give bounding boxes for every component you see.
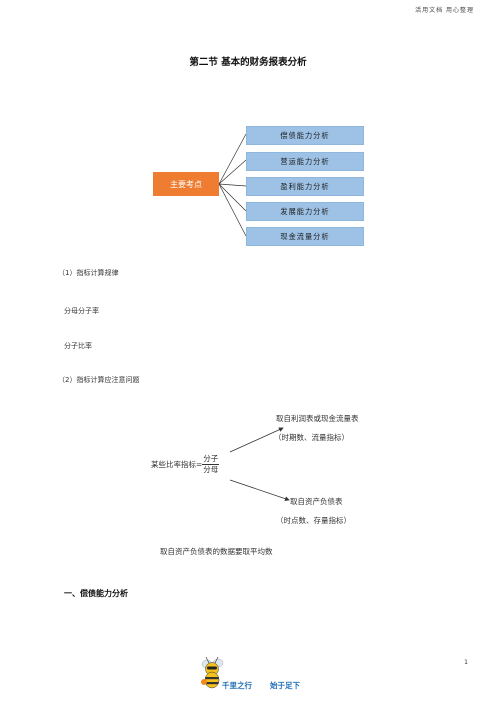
page-title: 第二节 基本的财务报表分析 [189,57,307,68]
text-line-1: （1）指标计算规律 [58,269,119,277]
formula-average-note: 取自资产负债表的数据要取平均数 [160,547,273,556]
mindmap-branch-solvency: 偿债能力分析 [246,126,364,145]
formula-upper-source: 取自利润表或现金流量表 [276,414,359,423]
formula-numerator: 分子 [202,454,220,465]
formula-lower-source: 取自资产负债表 [290,497,343,506]
formula-upper-note: （时期数、流量指标） [274,433,349,442]
mindmap-branch-profitability: 盈利能力分析 [246,177,364,196]
mindmap-branch-development: 发展能力分析 [246,202,364,221]
text-line-3: 分子比率 [64,342,92,350]
header-note: 活用文档 用心整理 [415,7,474,14]
text-line-4: （2）指标计算应注意问题 [58,376,140,384]
bee-mascot-icon [201,656,224,689]
mindmap-branch-operating: 营运能力分析 [246,152,364,171]
formula-denominator: 分母 [203,465,219,474]
mindmap-branch-cashflow: 现金流量分析 [246,227,364,246]
text-line-2: 分母分子率 [64,307,99,315]
formula-prefix: 某些比率指标= [151,460,203,469]
page-number: 1 [464,659,468,666]
section-heading: 一、偿债能力分析 [64,589,128,598]
footer-slogan-left: 千里之行 [222,681,252,690]
formula-fraction: 分子 分母 [202,454,220,475]
formula-lower-note: （时点数、存量指标） [276,516,351,525]
formula: 某些比率指标= 分子 分母 [151,454,220,475]
footer-slogan-right: 始于足下 [270,681,300,690]
mindmap-root: 主要考点 [153,172,219,196]
